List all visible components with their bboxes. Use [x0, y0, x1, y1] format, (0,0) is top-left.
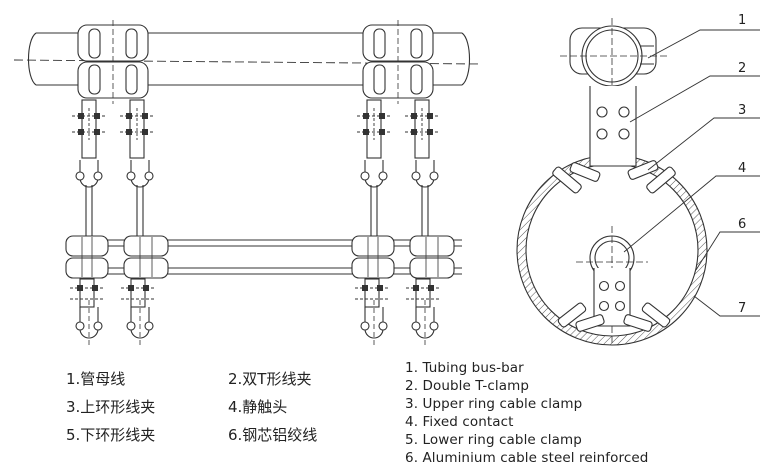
callout-leader-3: [647, 117, 760, 171]
legend-cn-4: 4.静触头: [228, 398, 288, 416]
legend-cn-6: 6.钢芯铝绞线: [228, 426, 318, 444]
legend-en-2: 2. Double T-clamp: [405, 378, 530, 394]
technical-drawing: 1 2 3 4 6 7: [13, 13, 760, 346]
legend-en-1: 1. Tubing bus-bar: [405, 360, 524, 376]
lower-clamp-plates: [70, 278, 440, 308]
upper-ring-clamps-side: [552, 160, 676, 194]
legend-cn-2: 2.双T形线夹: [228, 370, 312, 388]
legend-cn-3: 3.上环形线夹: [66, 398, 156, 416]
callout-leader-2: [629, 75, 760, 123]
callout-4: 4: [738, 161, 746, 176]
steel-reinforced-cables: [85, 185, 429, 240]
double-t-clamp-left: [77, 20, 149, 104]
double-t-clamp-right: [362, 20, 434, 104]
fixed-contact-section: [576, 226, 648, 346]
legend-en-4: 4. Fixed contact: [405, 414, 514, 430]
callout-6: 6: [738, 217, 746, 232]
callout-1: 1: [738, 13, 746, 28]
callout-3: 3: [738, 103, 746, 118]
callout-leader-1: [647, 29, 760, 59]
upper-ring-cable-clamps: [75, 160, 439, 188]
bus-bar-section: [560, 18, 668, 96]
fixed-contact-bar: [65, 235, 462, 279]
front-view: [13, 20, 481, 345]
callouts: [623, 29, 760, 317]
callout-2: 2: [738, 61, 746, 76]
legend-en-5: 5. Lower ring cable clamp: [405, 432, 582, 448]
legend-en-3: 3. Upper ring cable clamp: [405, 396, 583, 412]
callout-7: 7: [738, 301, 746, 316]
legend-cn-5: 5.下环形线夹: [66, 426, 156, 444]
clamp-plates: [72, 99, 439, 159]
lower-ring-cable-clamps: [75, 300, 439, 345]
callout-leader-4: [623, 175, 760, 253]
lower-ring-clamps-side: [557, 302, 671, 332]
callout-leader-6: [695, 231, 760, 271]
legend-cn-1: 1.管母线: [66, 370, 126, 388]
legend-en-6: 6. Aluminium cable steel reinforced: [405, 450, 649, 466]
callout-numbers: 1 2 3 4 6 7: [738, 13, 746, 316]
side-view: [516, 18, 708, 346]
double-t-plate-side: [589, 86, 637, 167]
callout-leader-7: [693, 295, 760, 317]
